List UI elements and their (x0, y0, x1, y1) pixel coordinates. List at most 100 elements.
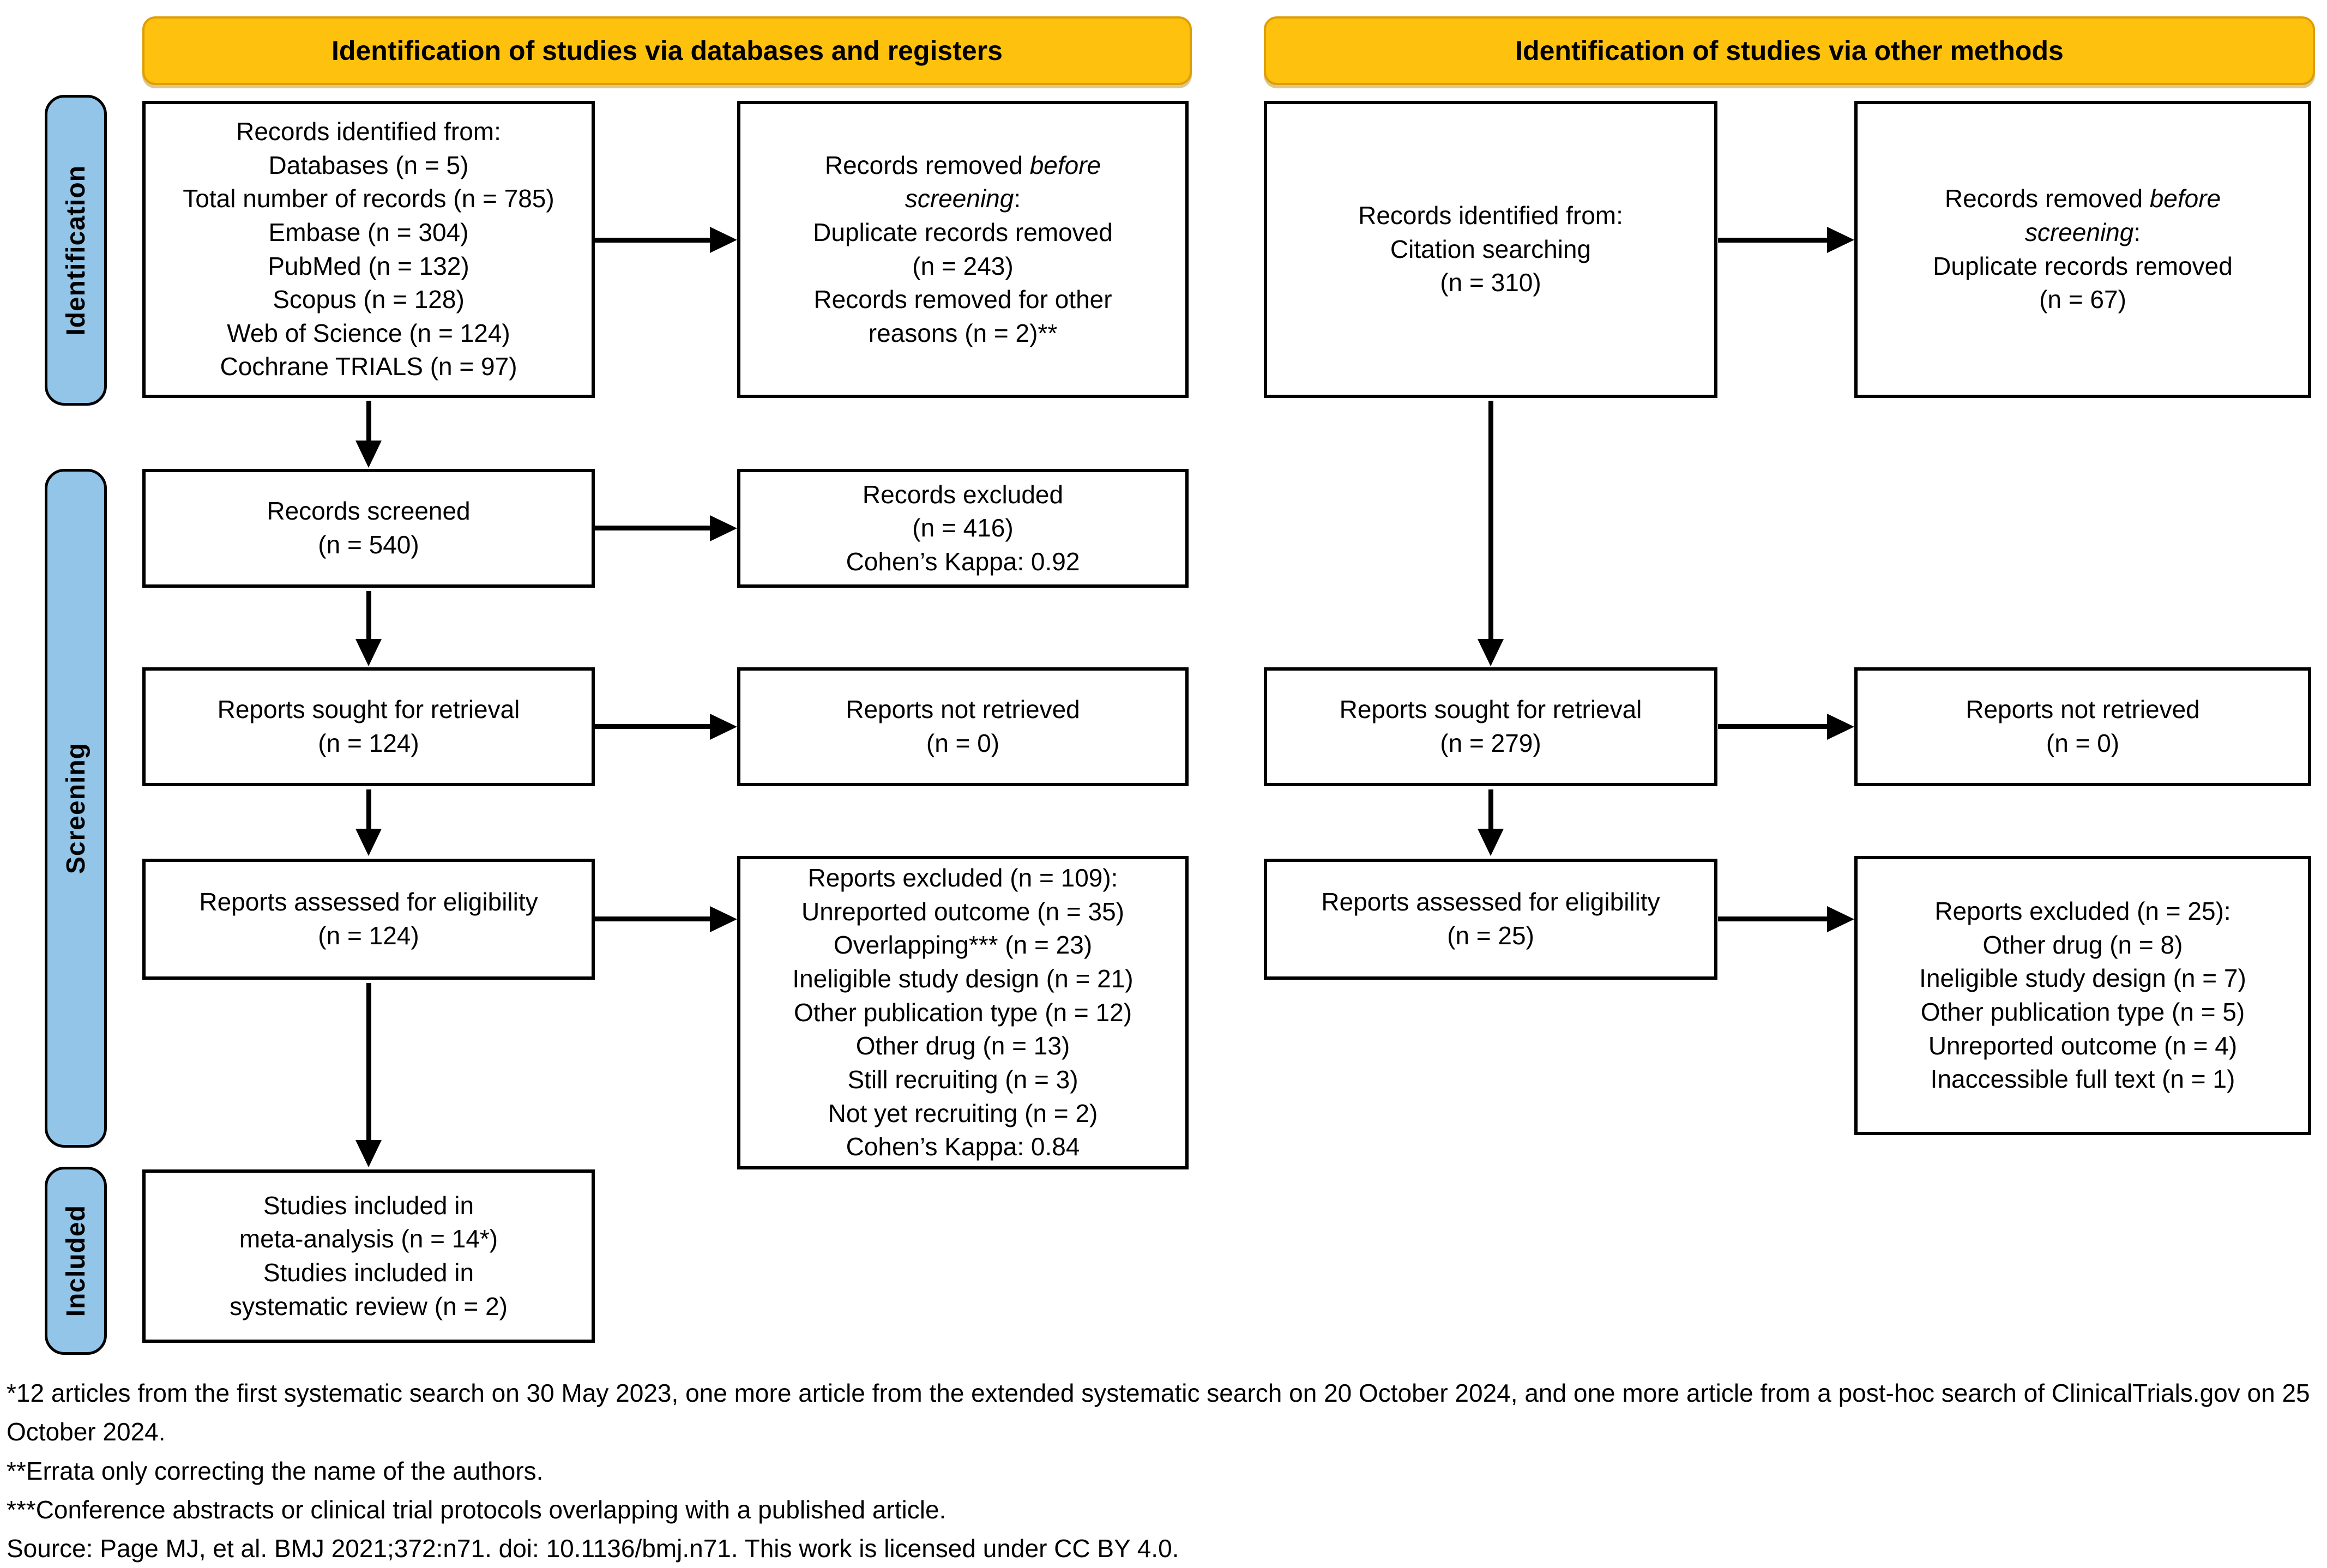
text-line: Cohen’s Kappa: 0.92 (846, 547, 1080, 576)
box-reports-not-retrieved: Reports not retrieved (n = 0) (737, 667, 1189, 786)
text-block: Duplicate records removed (n = 243) Record… (744, 216, 1182, 351)
text-line: (n = 243) (912, 251, 1014, 280)
text-line: Records removed before (1861, 182, 2305, 216)
banner-other-methods: Identification of studies via other meth… (1264, 16, 2315, 85)
text-line: Ineligible study design (n = 7) (1919, 964, 2246, 993)
arrow-sought-to-assessed (366, 789, 371, 830)
text-line: Studies included in (263, 1191, 474, 1220)
text-line: Reports excluded (n = 109): (807, 864, 1118, 892)
box-records-screened: Records screened (n = 540) (142, 469, 595, 588)
text-line: Embase (n = 304) (268, 218, 469, 246)
text-line: **Errata only correcting the name of the… (7, 1456, 544, 1485)
phase-label-included: Included (45, 1167, 107, 1355)
text-line: Reports excluded (n = 25): (1934, 897, 2231, 926)
text-line: Reports not retrieved (1966, 695, 2200, 724)
text-line: Duplicate records removed (1933, 251, 2233, 280)
text-segment-italic: before (1029, 150, 1101, 179)
box-reports-sought: Reports sought for retrieval (n = 124) (142, 667, 595, 786)
arrowhead-right-icon (710, 227, 737, 253)
text-line: Records removed for other (813, 285, 1112, 314)
box-reports-not-retrieved-other: Reports not retrieved(n = 0) (1854, 667, 2311, 786)
text-line: screening: (744, 182, 1182, 216)
text-line: (n = 124) (318, 729, 419, 757)
box-records-removed-before-screening-other: Records removed before screening: Duplic… (1854, 101, 2311, 398)
phase-label-included-text: Included (61, 1204, 91, 1317)
arrowhead-right-icon (710, 515, 737, 541)
text-line: Reports assessed for eligibility (1321, 888, 1660, 916)
arrow-other-sought-to-not-retrieved (1718, 724, 1828, 729)
arrow-other-identified-to-removed (1718, 238, 1828, 243)
text-line: (n = 124) (318, 921, 419, 950)
phase-label-screening: Screening (45, 469, 107, 1148)
text-line: meta-analysis (n = 14*) (239, 1225, 498, 1253)
arrow-other-assessed-to-excluded (1718, 916, 1828, 921)
box-reports-excluded-other: Reports excluded (n = 25): Other drug (n … (1854, 856, 2311, 1135)
text-line: Inaccessible full text (n = 1) (1930, 1065, 2235, 1094)
arrowhead-down-icon (355, 639, 382, 666)
arrowhead-right-icon (1827, 906, 1854, 932)
text-line: PubMed (n = 132) (268, 251, 469, 280)
text-line: Other publication type (n = 5) (1920, 998, 2245, 1026)
text-line: Duplicate records removed (813, 218, 1113, 246)
text-line: Source: Page MJ, et al. BMJ 2021;372:n71… (7, 1534, 1179, 1563)
text-line: Reports not retrieved (846, 695, 1080, 724)
arrow-sought-to-not-retrieved (595, 724, 712, 729)
text-line: Cohen’s Kappa: 0.84 (846, 1132, 1080, 1161)
text-line: Other publication type (n = 12) (793, 998, 1132, 1027)
box-reports-excluded: Reports excluded (n = 109): Unreported ou… (737, 856, 1189, 1169)
box-studies-included: Studies included in meta-analysis (n = 14… (142, 1169, 595, 1343)
text-segment: : (2133, 218, 2141, 246)
arrowhead-down-icon (1478, 639, 1504, 666)
text-line: Records screened (267, 497, 471, 526)
text-line: *12 articles from the first systematic s… (7, 1379, 2310, 1446)
text-segment: : (1014, 184, 1021, 213)
arrowhead-down-icon (355, 441, 382, 468)
box-records-excluded: Records excluded (n = 416) Cohen’s Kappa: … (737, 469, 1189, 588)
box-reports-sought-other: Reports sought for retrieval(n = 279) (1264, 667, 1717, 786)
arrow-assessed-to-included (366, 983, 371, 1141)
arrowhead-down-icon (355, 829, 382, 856)
phase-label-screening-text: Screening (61, 742, 91, 875)
text-line: Records removed before (744, 149, 1182, 183)
box-records-identified-citation-searching: Records identified from:Citation searchi… (1264, 101, 1717, 398)
text-line: Other drug (n = 8) (1982, 930, 2183, 959)
text-line: Scopus (n = 128) (273, 285, 465, 314)
banner-databases-registers: Identification of studies via databases … (142, 16, 1192, 85)
arrowhead-right-icon (710, 714, 737, 740)
arrow-db-identified-to-removed (595, 238, 712, 243)
arrowhead-right-icon (1827, 714, 1854, 740)
footnotes: *12 articles from the first systematic s… (7, 1374, 2323, 1568)
text-line: Records identified from: (236, 117, 501, 146)
arrow-assessed-to-excluded (595, 916, 712, 921)
text-line: Unreported outcome (n = 35) (801, 897, 1124, 926)
text-line: Ineligible study design (n = 21) (792, 964, 1134, 993)
arrowhead-right-icon (710, 906, 737, 932)
arrow-other-identified-to-sought (1488, 401, 1493, 641)
text-line: Total number of records (n = 785) (183, 184, 554, 213)
text-line: Unreported outcome (n = 4) (1928, 1031, 2238, 1060)
text-line: Records excluded (862, 480, 1064, 509)
text-line: (n = 25) (1447, 921, 1534, 950)
text-line: systematic review (n = 2) (230, 1292, 508, 1320)
text-line: Other drug (n = 13) (855, 1032, 1070, 1060)
text-segment-italic: before (2149, 184, 2221, 213)
box-records-removed-before-screening: Records removed before screening: Duplic… (737, 101, 1189, 398)
text-line: (n = 416) (912, 514, 1014, 542)
text-segment: Records removed (1944, 184, 2150, 213)
text-line: Records identified from: (1358, 201, 1623, 230)
text-block: Duplicate records removed (n = 67) (1861, 250, 2305, 317)
text-line: (n = 310) (1440, 268, 1541, 297)
text-line: Overlapping*** (n = 23) (833, 931, 1093, 960)
text-line: Studies included in (263, 1258, 474, 1287)
text-line: (n = 67) (2039, 285, 2126, 314)
text-line: (n = 540) (318, 530, 419, 559)
text-line: Reports sought for retrieval (217, 695, 520, 724)
phase-label-identification: Identification (45, 95, 107, 406)
arrow-screened-to-excluded (595, 526, 712, 530)
text-segment: Records removed (824, 150, 1030, 179)
arrowhead-right-icon (1827, 227, 1854, 253)
text-line: (n = 0) (926, 729, 1000, 757)
text-line: Reports sought for retrieval (1339, 695, 1642, 724)
box-records-identified-databases: Records identified from:Databases (n = 5… (142, 101, 595, 398)
